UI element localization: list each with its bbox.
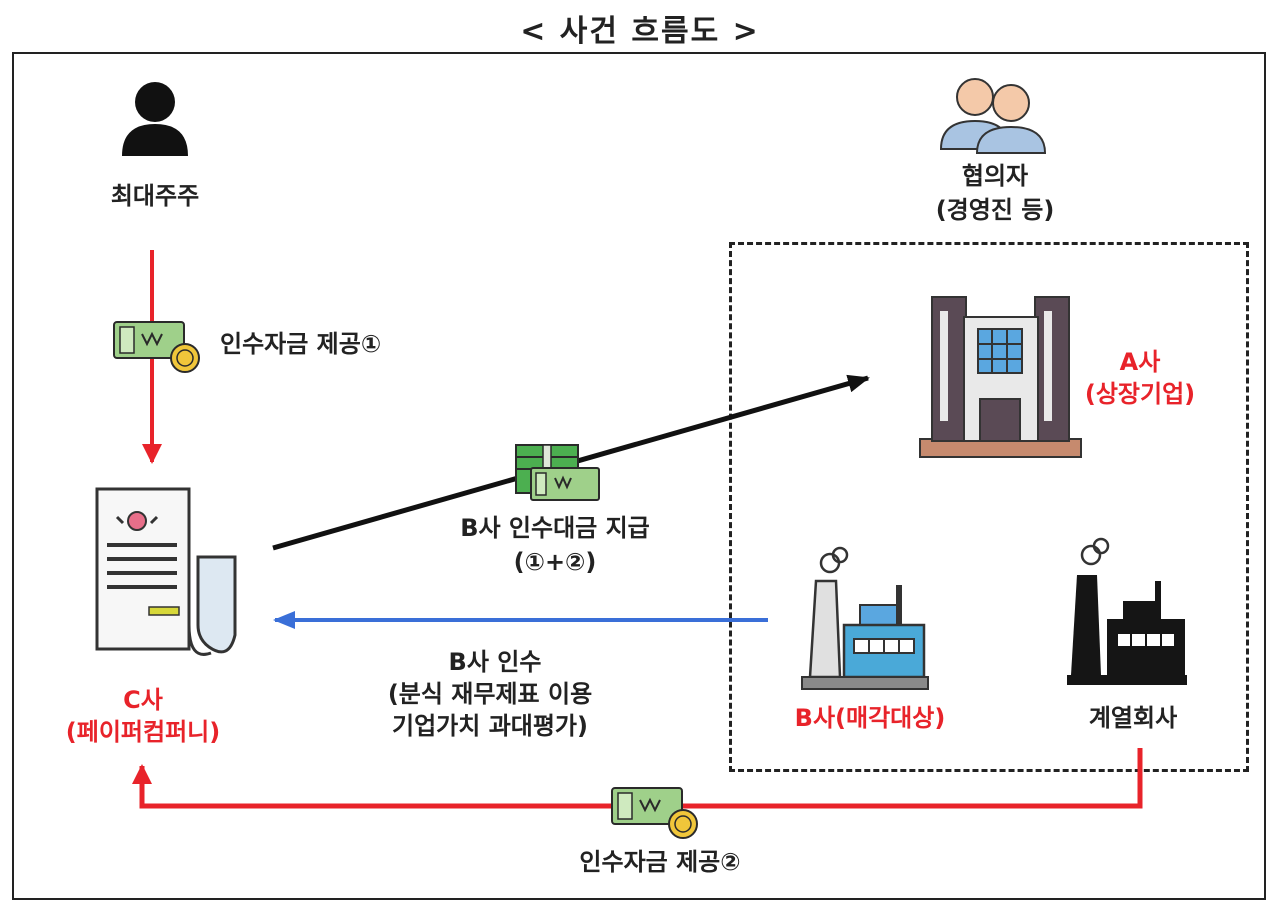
c-company-label: C사 [123,686,163,714]
payment-label: B사 인수대금 지급 [460,514,650,542]
cash-stack-icon [515,444,600,501]
people-icon [939,78,1047,154]
acquisition-label: B사 인수 [448,648,542,676]
money-icon [113,321,200,373]
affiliate-label: 계열회사 [1088,704,1178,732]
money-icon [611,787,698,839]
group-boundary [729,242,1249,772]
conspirators-label: 협의자 [961,162,1029,190]
c-company-sublabel: (페이퍼컴퍼니) [65,718,221,746]
b-company-label: B사(매각대상) [794,704,946,732]
factory-icon [801,546,929,690]
payment-sublabel: (①+②) [513,548,597,576]
major-shareholder-label: 최대주주 [110,182,200,210]
page-title: < 사건 흐름도 > [520,14,760,49]
fund2-label: 인수자금 제공② [579,848,741,876]
factory-icon [1067,537,1187,685]
receipt-document-icon [95,487,237,656]
diagram-frame [12,52,1266,900]
a-company-sublabel: (상장기업) [1084,380,1196,408]
conspirators-sublabel: (경영진 등) [935,196,1055,224]
acquisition-detail2: 기업가치 과대평가) [392,712,588,740]
a-company-label: A사 [1119,348,1161,376]
acquisition-detail1: (분식 재무제표 이용 [387,680,593,708]
person-icon [122,82,188,156]
office-building-icon [919,296,1082,458]
fund1-label: 인수자금 제공① [220,330,382,358]
